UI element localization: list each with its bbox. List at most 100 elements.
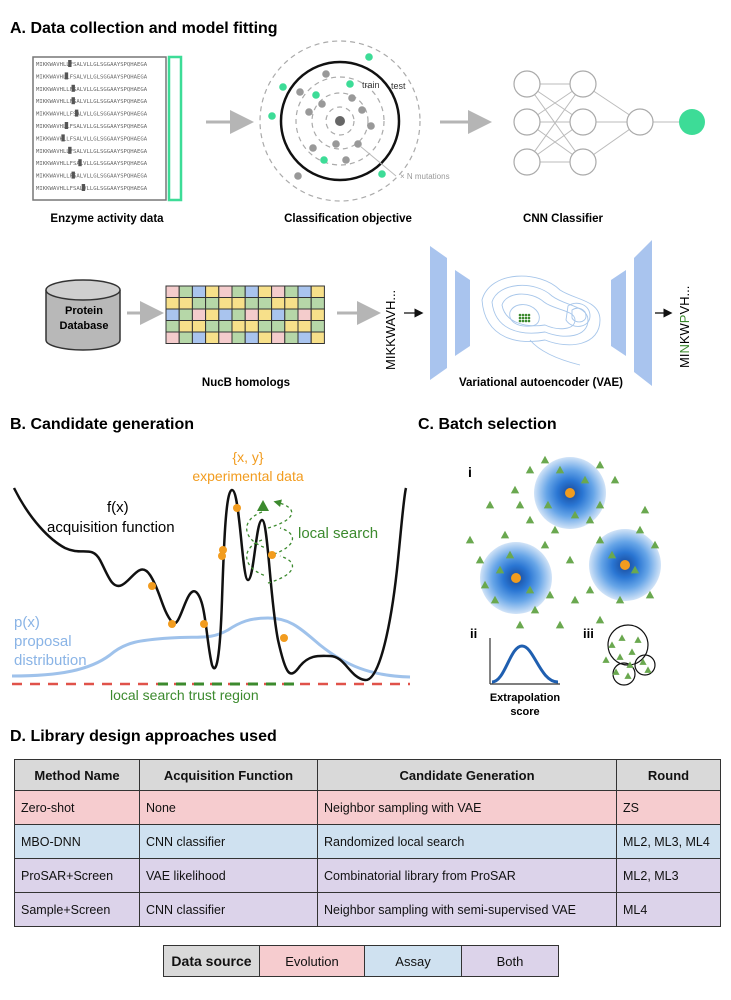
table-row: Sample+Screen CNN classifier Neighbor sa… xyxy=(14,892,721,927)
experimental-data-point xyxy=(219,546,227,554)
network-node xyxy=(513,70,541,98)
protein-database-cylinder xyxy=(45,279,121,351)
sequence-line: MIKKWAVHLLFSALVLLGLSGGAAYSPQHAEGA xyxy=(36,161,148,167)
latent-dot xyxy=(521,319,525,323)
latent-dot xyxy=(518,319,522,323)
candidate-triangle xyxy=(485,500,495,509)
test-label: test xyxy=(391,81,406,91)
candidate-triangle xyxy=(580,475,590,484)
cell-acquisition: CNN classifier xyxy=(139,824,318,859)
msa-cell xyxy=(257,297,273,310)
candidate-triangle xyxy=(543,500,553,509)
diversity-triangle xyxy=(608,641,616,648)
cell-round: ZS xyxy=(616,790,721,825)
sequence-line: MIKKWAVHLLFSALVLLGLSGGAAYSPQHAEGA xyxy=(36,74,148,80)
latent-dot xyxy=(524,319,528,323)
latent-dot xyxy=(524,316,528,320)
msa-cell xyxy=(257,331,273,344)
mutation-marker xyxy=(81,184,86,191)
msa-cell xyxy=(191,331,207,344)
table-header-row: Method Name Acquisition Function Candida… xyxy=(14,759,721,791)
candidate-triangle xyxy=(635,525,645,534)
msa-cell xyxy=(297,320,312,333)
sequence-line: MIKKWAVHLLFSALVLLGLSGGAAYSPQHAEGA xyxy=(36,124,148,130)
candidate-triangle xyxy=(565,555,575,564)
diversity-triangle xyxy=(626,661,634,668)
label-i: i xyxy=(468,464,472,480)
msa-cell xyxy=(310,320,325,333)
candidate-triangle xyxy=(645,590,655,599)
green-sample-dot xyxy=(268,112,276,120)
mutation-marker xyxy=(74,109,79,117)
label-ii: ii xyxy=(470,626,477,641)
candidate-triangle xyxy=(615,595,625,604)
classification-objective-label: Classification objective xyxy=(284,213,412,225)
msa-cell xyxy=(205,285,220,298)
cell-method: Sample+Screen xyxy=(14,892,140,927)
header-method: Method Name xyxy=(14,759,140,791)
diversity-triangle xyxy=(612,668,620,675)
cell-method: MBO-DNN xyxy=(14,824,140,859)
candidate-triangle xyxy=(595,535,605,544)
msa-cell xyxy=(284,320,299,333)
mutation-marker xyxy=(78,159,82,167)
acquisition-function-curve xyxy=(12,487,408,682)
latent-dot xyxy=(527,316,531,320)
fx-label-2: acquisition function xyxy=(47,519,175,536)
green-sample-dot xyxy=(346,80,354,88)
candidate-triangle xyxy=(550,525,560,534)
proposal-distribution-curve xyxy=(11,616,411,679)
msa-cell xyxy=(178,285,193,298)
library-design-table: Method Name Acquisition Function Candida… xyxy=(14,759,721,927)
network-node xyxy=(513,148,541,176)
gray-sample-dot xyxy=(332,140,340,148)
vae-label: Variational autoencoder (VAE) xyxy=(459,377,623,389)
experimental-data-points xyxy=(148,504,288,642)
mutation-marker xyxy=(64,122,69,129)
sequence-line: MIKKWAVHLLFSALVLLGLSGGAAYSPQHAEGA xyxy=(36,174,148,180)
diversity-triangle xyxy=(644,666,652,673)
candidate-triangle xyxy=(510,485,520,494)
network-node xyxy=(569,70,597,98)
sequence-line: MIKKWAVHLLFSALVLLGLSGGAAYSPQHAEGA xyxy=(36,99,148,105)
msa-cell xyxy=(231,297,246,310)
cell-generation: Neighbor sampling with semi-supervised V… xyxy=(317,892,617,927)
msa-cell xyxy=(284,331,299,344)
experimental-data-point xyxy=(218,552,226,560)
panel-c-title: C. Batch selection xyxy=(418,416,557,433)
cell-round: ML2, ML3, ML4 xyxy=(616,824,721,859)
mutation-marker xyxy=(64,72,69,80)
cell-generation: Neighbor sampling with VAE xyxy=(317,790,617,825)
cell-method: ProSAR+Screen xyxy=(14,858,140,893)
candidate-triangle xyxy=(465,535,475,544)
gray-sample-dot xyxy=(294,172,302,180)
msa-cell xyxy=(271,308,286,321)
network-node xyxy=(569,148,597,176)
msa-cell xyxy=(231,308,246,321)
msa-cell xyxy=(165,285,180,298)
panel-d-title: D. Library design approaches used xyxy=(10,728,277,745)
candidate-triangle xyxy=(525,585,535,594)
latent-dot xyxy=(521,316,525,320)
msa-cell xyxy=(271,331,286,344)
vae-decoder xyxy=(611,240,652,386)
extrapolation-label-2: score xyxy=(510,706,539,718)
latent-dot xyxy=(524,313,528,317)
candidate-triangle xyxy=(630,565,640,574)
experimental-data-point xyxy=(280,634,288,642)
enzyme-activity-grid: MIKKWAVHLLFSALVLLGLSGGAAYSPQHAEGA MIKKWAV… xyxy=(32,55,183,202)
sequence-line: MIKKWAVHLLFSALVLLGLSGGAAYSPQHAEGA xyxy=(36,149,148,155)
experimental-data-point xyxy=(168,620,176,628)
msa-cell xyxy=(244,297,259,310)
msa-cell xyxy=(310,285,325,298)
px-label-2: proposal xyxy=(14,633,72,650)
panel-b-title: B. Candidate generation xyxy=(10,416,194,433)
green-sample-dot xyxy=(365,53,373,61)
candidate-triangle xyxy=(595,500,605,509)
msa-cell xyxy=(191,297,207,310)
candidate-triangle xyxy=(595,460,605,469)
candidate-triangle xyxy=(650,540,660,549)
candidate-triangle xyxy=(585,515,595,524)
msa-cell xyxy=(231,331,246,344)
cluster-centers xyxy=(511,488,630,583)
